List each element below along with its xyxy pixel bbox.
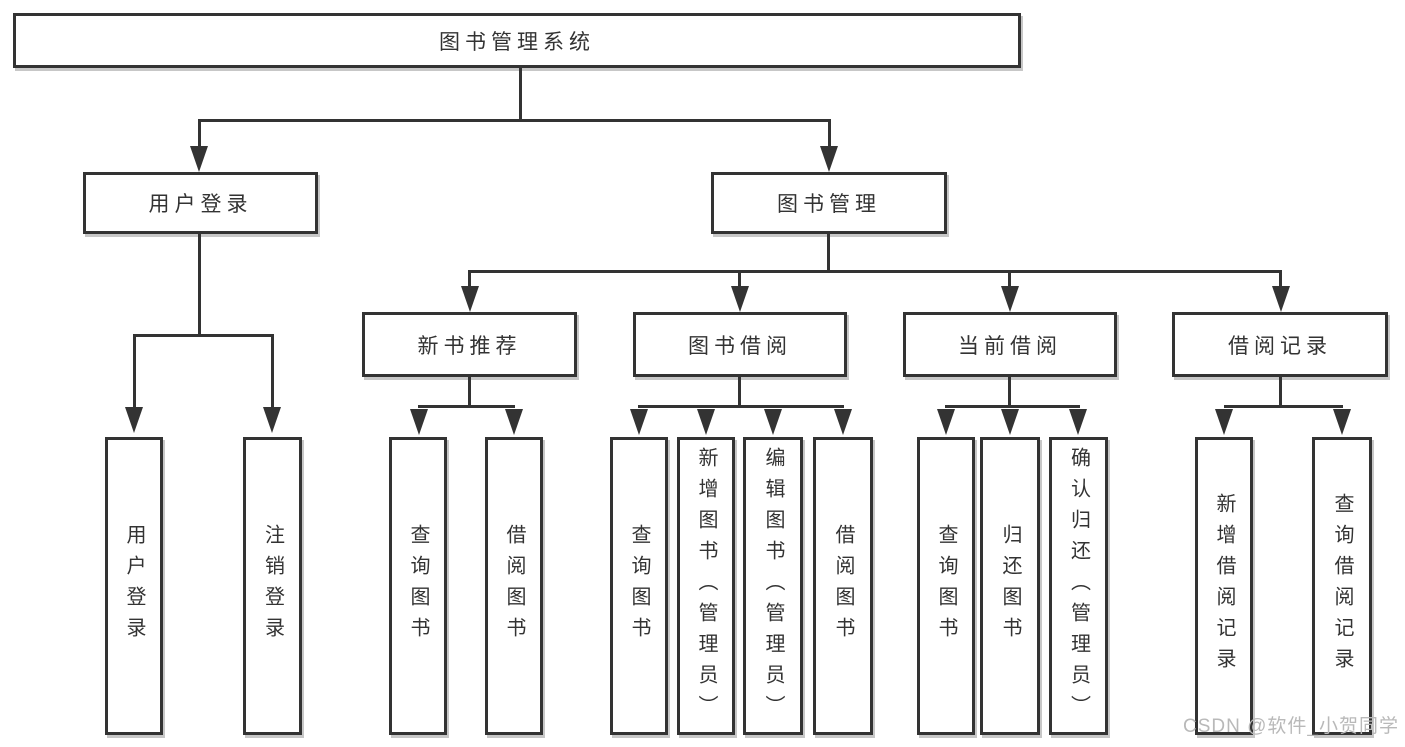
- arrow-down-icon: [125, 407, 143, 433]
- connector-drop: [198, 119, 201, 147]
- connector-level1-branch: [198, 119, 831, 122]
- arrow-down-icon: [630, 409, 648, 435]
- leaf-br-query-record: 查询借阅记录: [1312, 437, 1372, 735]
- connector-drop: [271, 334, 274, 408]
- node-label: 编辑图书（管理员）: [762, 446, 784, 726]
- node-new-book-recommend: 新书推荐: [362, 312, 577, 377]
- connector-branch: [418, 405, 515, 408]
- node-label: 用户登录: [123, 524, 145, 648]
- connector-drop: [738, 270, 741, 287]
- node-borrow-records: 借阅记录: [1172, 312, 1388, 377]
- connector-drop: [1279, 270, 1282, 287]
- leaf-cb-confirm-return-admin: 确认归还（管理员）: [1049, 437, 1108, 735]
- leaf-nbr-query-books: 查询图书: [389, 437, 447, 735]
- node-label: 查询图书: [407, 524, 429, 648]
- arrow-down-icon: [834, 409, 852, 435]
- leaf-user-login: 用户登录: [105, 437, 163, 735]
- leaf-logout: 注销登录: [243, 437, 302, 735]
- watermark: CSDN @软件_小贺同学: [1183, 716, 1399, 737]
- node-root: 图书管理系统: [13, 13, 1021, 68]
- leaf-bb-query-books: 查询图书: [610, 437, 668, 735]
- leaf-cb-query-books: 查询图书: [917, 437, 975, 735]
- connector-stem: [827, 234, 830, 272]
- arrow-down-icon: [697, 409, 715, 435]
- leaf-cb-return-books: 归还图书: [980, 437, 1040, 735]
- leaf-bb-borrow-books: 借阅图书: [813, 437, 873, 735]
- node-label: 图书管理: [777, 193, 881, 216]
- node-label: 查询借阅记录: [1331, 493, 1353, 679]
- node-label: 确认归还（管理员）: [1067, 446, 1090, 726]
- arrow-down-icon: [461, 286, 479, 312]
- leaf-nbr-borrow-books: 借阅图书: [485, 437, 543, 735]
- connector-drop: [133, 334, 136, 408]
- arrow-down-icon: [1333, 409, 1351, 435]
- arrow-down-icon: [410, 409, 428, 435]
- arrow-down-icon: [505, 409, 523, 435]
- connector-level3-branch: [469, 270, 1282, 273]
- node-book-management: 图书管理: [711, 172, 947, 234]
- connector-stem: [1008, 377, 1011, 408]
- node-label: 借阅图书: [832, 524, 854, 648]
- arrow-down-icon: [263, 407, 281, 433]
- arrow-down-icon: [1069, 409, 1087, 435]
- arrow-down-icon: [190, 146, 208, 172]
- connector-drop: [828, 119, 831, 147]
- node-label: 归还图书: [999, 524, 1021, 648]
- arrow-down-icon: [820, 146, 838, 172]
- node-label: 新增图书（管理员）: [695, 446, 717, 726]
- connector-stem: [1279, 377, 1282, 408]
- node-label: 图书管理系统: [439, 30, 595, 54]
- connector-branch: [133, 334, 274, 337]
- connector-branch: [945, 405, 1080, 408]
- node-book-borrow: 图书借阅: [633, 312, 847, 377]
- node-user-login: 用户登录: [83, 172, 318, 234]
- node-label: 新书推荐: [417, 334, 522, 358]
- arrow-down-icon: [937, 409, 955, 435]
- arrow-down-icon: [1215, 409, 1233, 435]
- node-label: 当前借阅: [958, 334, 1062, 358]
- node-label: 查询图书: [628, 524, 650, 648]
- leaf-bb-edit-books-admin: 编辑图书（管理员）: [743, 437, 803, 735]
- arrow-down-icon: [764, 409, 782, 435]
- node-label: 查询图书: [935, 524, 957, 648]
- connector-branch: [638, 405, 844, 408]
- arrow-down-icon: [731, 286, 749, 312]
- arrow-down-icon: [1272, 286, 1290, 312]
- node-label: 注销登录: [261, 524, 284, 648]
- node-label: 借阅记录: [1228, 334, 1332, 358]
- connector-stem: [198, 234, 201, 336]
- connector-stem: [738, 377, 741, 408]
- connector-branch: [1224, 405, 1343, 408]
- arrow-down-icon: [1001, 409, 1019, 435]
- connector-stem: [468, 377, 471, 408]
- node-label: 新增借阅记录: [1213, 493, 1235, 679]
- node-current-borrow: 当前借阅: [903, 312, 1117, 377]
- node-label: 图书借阅: [688, 334, 792, 358]
- node-label: 借阅图书: [503, 524, 525, 648]
- leaf-br-add-record: 新增借阅记录: [1195, 437, 1253, 735]
- connector-drop: [468, 270, 471, 287]
- node-label: 用户登录: [148, 193, 253, 216]
- leaf-bb-add-books-admin: 新增图书（管理员）: [677, 437, 735, 735]
- connector-root-stem: [519, 68, 522, 121]
- arrow-down-icon: [1001, 286, 1019, 312]
- connector-drop: [1008, 270, 1011, 287]
